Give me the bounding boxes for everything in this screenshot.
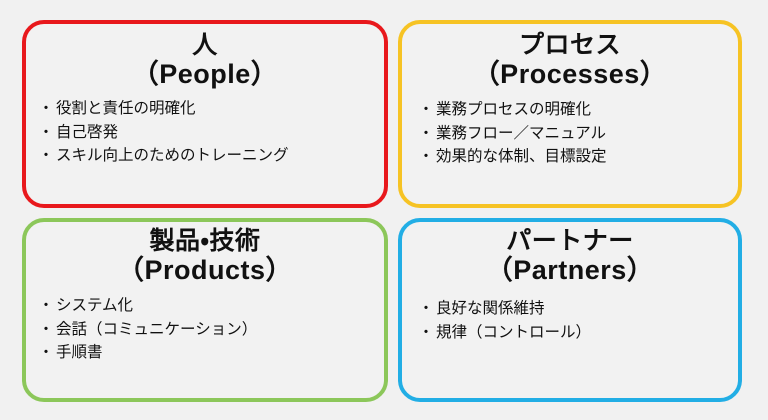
list-item-label: 業務フロー／マニュアル (436, 124, 607, 142)
list-item-label: 会話（コミュニケーション） (56, 320, 258, 338)
quadrant-partners-bullet-list: ・ 良好な関係維持 ・ 規律（コントロール） (402, 297, 738, 344)
quadrant-partners-title-ja: パートナー (506, 227, 634, 255)
bullet-dot-icon: ・ (418, 148, 434, 166)
list-item-label: 規律（コントロール） (436, 323, 592, 341)
quadrant-people-title: 人 （People） (26, 31, 384, 89)
quadrant-partners[interactable]: パートナー （Partners） ・ 良好な関係維持 ・ 規律（コントロール） (398, 218, 742, 402)
list-item-label: システム化 (56, 297, 134, 315)
bullet-dot-icon: ・ (418, 101, 434, 119)
quadrant-products-bullet-list: ・ システム化 ・ 会話（コミュニケーション） ・ 手順書 (26, 294, 384, 365)
list-item-label: 効果的な体制、目標設定 (436, 148, 607, 166)
list-item: ・ 手順書 (36, 341, 384, 365)
list-item: ・ スキル向上のためのトレーニング (36, 144, 384, 168)
list-item: ・ 業務プロセスの明確化 (416, 98, 738, 122)
list-item: ・ 良好な関係維持 (416, 297, 738, 321)
quadrant-people-bullet-list: ・ 役割と責任の明確化 ・ 自己啓発 ・ スキル向上のためのトレーニング (26, 97, 384, 168)
list-item: ・ 業務フロー／マニュアル (416, 122, 738, 146)
quadrant-partners-title: パートナー （Partners） (402, 227, 738, 285)
bullet-dot-icon: ・ (38, 100, 54, 118)
bullet-dot-icon: ・ (38, 320, 54, 338)
quadrant-products-title-en: （Products） (116, 255, 294, 285)
list-item-label: 良好な関係維持 (436, 300, 545, 318)
bullet-dot-icon: ・ (418, 300, 434, 318)
list-item: ・ システム化 (36, 294, 384, 318)
quadrant-products-title-ja: 製品・技術 (149, 227, 261, 255)
list-item: ・ 自己啓発 (36, 121, 384, 145)
list-item-label: スキル向上のためのトレーニング (56, 147, 289, 165)
quadrant-products[interactable]: 製品・技術 （Products） ・ システム化 ・ 会話（コミュニケーション）… (22, 218, 388, 402)
list-item: ・ 規律（コントロール） (416, 321, 738, 345)
quadrant-processes-title: プロセス （Processes） (402, 31, 738, 89)
list-item: ・ 効果的な体制、目標設定 (416, 145, 738, 169)
quadrant-people-title-en: （People） (131, 59, 279, 89)
list-item-label: 自己啓発 (56, 123, 119, 141)
quadrant-people[interactable]: 人 （People） ・ 役割と責任の明確化 ・ 自己啓発 ・ スキル向上のため… (22, 20, 388, 208)
list-item-label: 手順書 (56, 344, 103, 362)
bullet-dot-icon: ・ (38, 297, 54, 315)
list-item: ・ 役割と責任の明確化 (36, 97, 384, 121)
bullet-dot-icon: ・ (38, 147, 54, 165)
bullet-dot-icon: ・ (418, 124, 434, 142)
quadrant-processes[interactable]: プロセス （Processes） ・ 業務プロセスの明確化 ・ 業務フロー／マニ… (398, 20, 742, 208)
bullet-dot-icon: ・ (38, 123, 54, 141)
bullet-dot-icon: ・ (418, 323, 434, 341)
list-item: ・ 会話（コミュニケーション） (36, 318, 384, 342)
quadrant-processes-title-en: （Processes） (472, 59, 668, 89)
bullet-dot-icon: ・ (38, 344, 54, 362)
list-item-label: 業務プロセスの明確化 (436, 101, 592, 119)
quadrant-processes-bullet-list: ・ 業務プロセスの明確化 ・ 業務フロー／マニュアル ・ 効果的な体制、目標設定 (402, 98, 738, 169)
quadrant-partners-title-en: （Partners） (485, 255, 655, 285)
quadrant-processes-title-ja: プロセス (518, 31, 621, 59)
quadrant-people-title-ja: 人 (192, 31, 218, 59)
list-item-label: 役割と責任の明確化 (56, 100, 196, 118)
quadrant-products-title: 製品・技術 （Products） (26, 227, 384, 285)
